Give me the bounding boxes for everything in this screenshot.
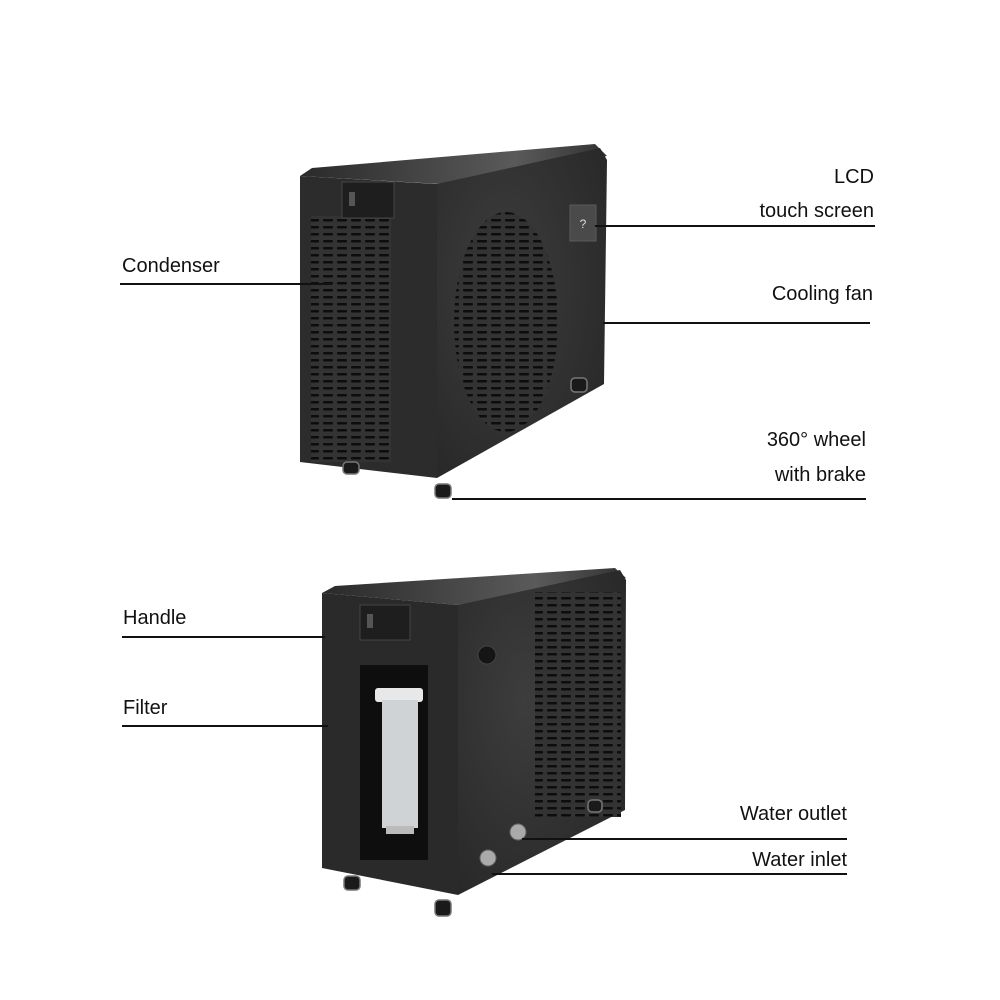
chiller-unit-front-view: ?	[300, 144, 607, 499]
water-inlet-port	[479, 849, 497, 867]
handle-label: Handle	[123, 607, 187, 629]
filter-cartridge	[375, 688, 423, 702]
svg-text:?: ?	[580, 217, 587, 231]
condenser-vent-grille	[311, 216, 391, 462]
handle-leader-line	[122, 636, 325, 638]
power-knob	[477, 645, 497, 665]
cooling-fan-leader-line	[603, 322, 870, 324]
brake-label: with brake	[774, 464, 866, 486]
water-outlet-port	[509, 823, 527, 841]
wheel-leader-line	[452, 498, 866, 500]
condenser-leader-line	[120, 283, 332, 285]
lcd-touch-screen	[569, 204, 597, 242]
water-outlet-label: Water outlet	[739, 803, 847, 825]
water-inlet-label: Water inlet	[752, 849, 847, 871]
lcd-label: LCD	[833, 166, 874, 188]
wheel-label: 360° wheel	[766, 429, 866, 451]
touch-screen-label: touch screen	[759, 200, 874, 222]
wheel-icon	[342, 377, 588, 499]
chiller-unit-rear-view	[322, 568, 626, 917]
cooling-fan-grille	[454, 212, 558, 432]
filter-leader-line	[122, 725, 328, 727]
lcd-leader-line	[595, 225, 875, 227]
water-inlet-leader-line	[492, 873, 847, 875]
cooling-fan-label: Cooling fan	[771, 283, 873, 305]
wheel-icon	[343, 799, 603, 917]
condenser-label: Condenser	[122, 255, 220, 277]
filter-label: Filter	[123, 697, 168, 719]
water-outlet-leader-line	[522, 838, 847, 840]
